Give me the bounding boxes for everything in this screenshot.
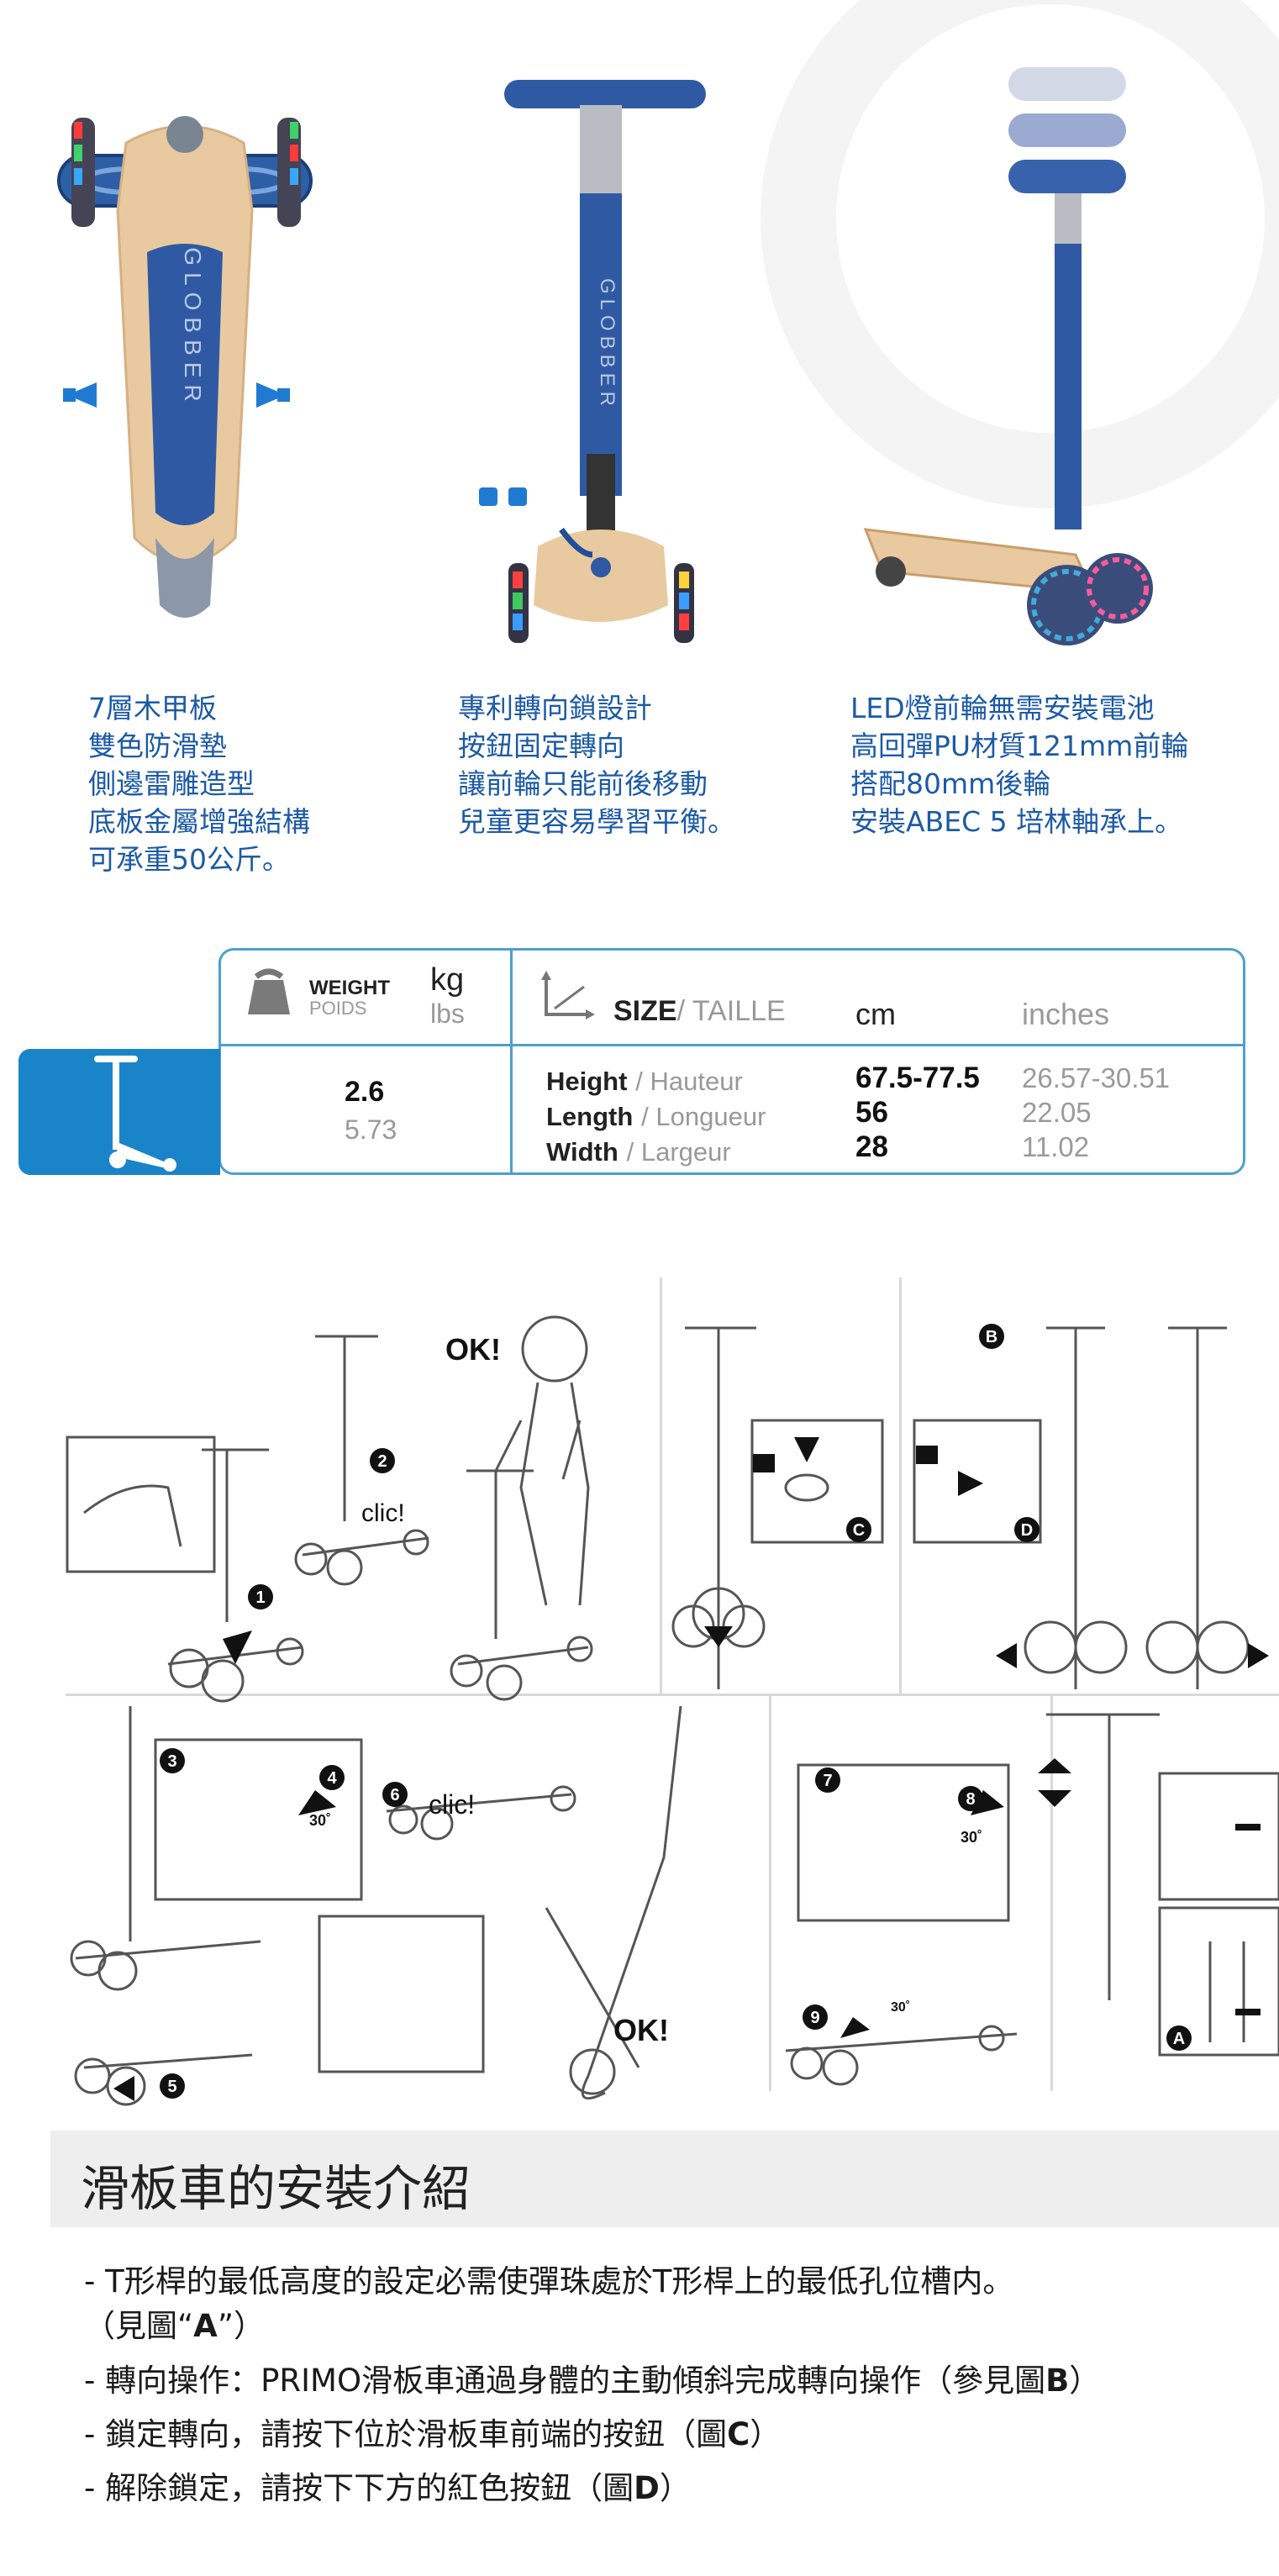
size-row-labels: Height / Hauteur Length / Longueur Width… (546, 1064, 766, 1170)
svg-text:6: 6 (390, 1786, 399, 1804)
spec-divider-vertical (510, 948, 513, 1175)
clic-label-1: clic! (361, 1499, 405, 1527)
size-label-en: SIZE (613, 995, 677, 1027)
svg-text:5: 5 (167, 2078, 176, 2096)
angle-label-1: 30˚ (309, 1812, 331, 1829)
brand-label-2: GLOBBER (596, 278, 618, 411)
weight-lbs-value: 5.73 (345, 1114, 397, 1145)
size-label: SIZE/ TAILLE (613, 995, 786, 1028)
section-title: 滑板車的安裝介紹 (81, 2160, 471, 2217)
note-1-ref: （見圖“A”） (84, 2308, 265, 2344)
size-label-fr: / TAILLE (676, 995, 786, 1027)
unit-inches: inches (1022, 997, 1110, 1031)
clic-label-2: clic! (429, 1789, 475, 1820)
height-in: 26.57-30.51 (1022, 1062, 1171, 1093)
svg-text:B: B (986, 1328, 997, 1346)
assembly-diagram: 1 2 3 4 5 6 7 8 9 C D B A OK! OK! clic! … (66, 1315, 1279, 2106)
feature-text-deck: 7層木甲板 雙色防滑墊 側邊雷雕造型 底板金屬增強結構 可承重50公斤。 (88, 692, 310, 876)
angle-label-2: 30˚ (961, 1829, 982, 1846)
unit-cm: cm (855, 997, 896, 1031)
svg-text:C: C (853, 1521, 865, 1540)
scooter-silhouette-icon (94, 1056, 176, 1172)
diagram-divider-h (66, 1694, 1279, 1696)
diagram-divider-v4 (1050, 1696, 1053, 2091)
scooter-top-view (57, 116, 313, 618)
svg-text:3: 3 (167, 1752, 176, 1771)
weight-icon (248, 968, 290, 1014)
weight-kg-value: 2.6 (345, 1076, 385, 1108)
spec-scooter-badge (18, 1049, 220, 1175)
svg-text:9: 9 (810, 2009, 819, 2027)
svg-text:7: 7 (823, 1772, 832, 1790)
size-row-width: Width / Largeur (546, 1137, 731, 1167)
svg-text:2: 2 (377, 1452, 387, 1471)
size-row-height: Height / Hauteur (546, 1067, 743, 1096)
width-in: 11.02 (1022, 1131, 1090, 1162)
unit-lbs: lbs (430, 998, 465, 1029)
size-row-length: Length / Longueur (546, 1102, 766, 1131)
ok-label-1: OK! (445, 1332, 501, 1367)
brand-label-1: GLOBBER (180, 247, 206, 408)
note-2: - 轉向操作：PRIMO滑板車通過身體的主動傾斜完成轉向操作（參見圖B） (84, 2363, 1101, 2399)
size-dimension-icon (541, 971, 595, 1019)
scooter-front-view (479, 80, 706, 643)
size-inch-values: 26.57-30.51 22.05 11.02 (1022, 1061, 1170, 1164)
size-cm-values: 67.5-77.5 56 28 (855, 1061, 980, 1164)
note-1: - T形桿的最低高度的設定必需使彈珠處於T形桿上的最低孔位槽内。 (84, 2263, 1014, 2299)
unit-kg: kg (430, 962, 465, 998)
length-cm: 56 (855, 1096, 888, 1129)
svg-text:4: 4 (327, 1769, 337, 1788)
height-cm: 67.5-77.5 (855, 1061, 980, 1094)
weight-label-fr: POIDS (309, 998, 367, 1019)
length-in: 22.05 (1022, 1097, 1092, 1128)
svg-text:A: A (1173, 2030, 1185, 2048)
ok-label-2: OK! (613, 2013, 669, 2047)
spec-table (218, 948, 1245, 1175)
feature-text-wheels: LED燈前輪無需安裝電池 高回彈PU材質121mm前輪 搭配80mm後輪 安裝A… (850, 692, 1189, 838)
feature-text-steering-lock: 專利轉向鎖設計 按鈕固定轉向 讓前輪只能前後移動 兒童更容易學習平衡。 (458, 692, 735, 838)
note-3: - 鎖定轉向，請按下位於滑板車前端的按鈕（圖C） (84, 2416, 782, 2452)
diagram-divider-v2 (899, 1277, 902, 1694)
weight-label: WEIGHT (309, 977, 390, 999)
svg-text:1: 1 (255, 1588, 265, 1607)
svg-text:8: 8 (966, 1790, 975, 1809)
diagram-divider-v1 (660, 1277, 662, 1694)
angle-label-3: 30˚ (891, 2000, 910, 2015)
section-title-bar: 滑板車的安裝介紹 (50, 2131, 1279, 2227)
product-illustrations: GLOBBER GLOBBER (57, 0, 1279, 645)
svg-text:D: D (1021, 1521, 1033, 1540)
width-cm: 28 (855, 1130, 888, 1163)
diagram-divider-v3 (769, 1696, 771, 2091)
spec-divider-horizontal (218, 1044, 1245, 1046)
scooter-side-view (863, 67, 1153, 645)
note-4: - 解除鎖定，請按下下方的紅色按鈕（圖D） (84, 2470, 691, 2506)
